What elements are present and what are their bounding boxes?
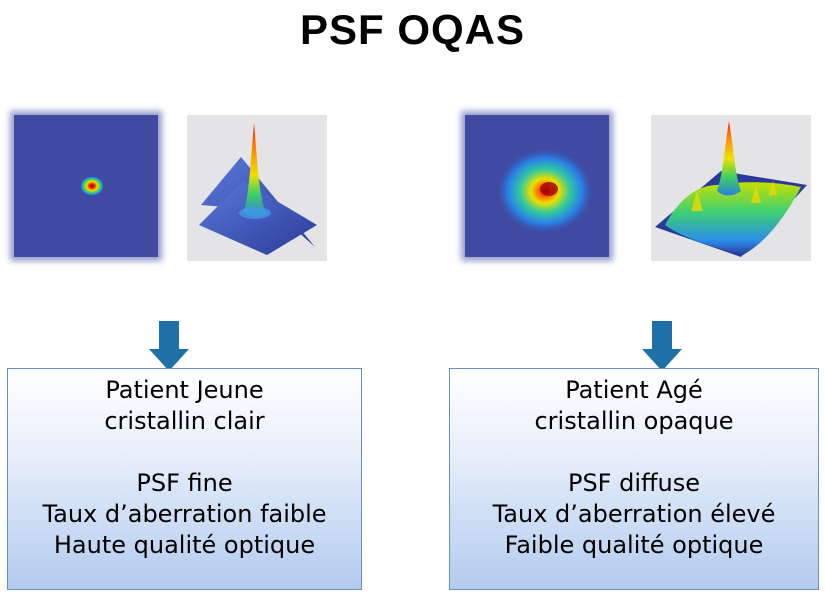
panel-young-patient: Patient Jeune cristallin clair PSF fine …	[7, 368, 362, 590]
psf-label: PSF fine	[136, 469, 233, 497]
lens-label: cristallin clair	[104, 407, 265, 435]
patient-label: Patient Agé	[565, 376, 703, 404]
psf-3d-image-young	[187, 115, 327, 261]
quality-label: Haute qualité optique	[53, 531, 316, 559]
psf-3d-image-elderly	[651, 115, 811, 261]
patient-label: Patient Jeune	[105, 376, 264, 404]
aberration-label: Taux d’aberration élevé	[492, 500, 776, 528]
quality-label: Faible qualité optique	[504, 531, 764, 559]
psf-2d-image-young	[14, 115, 158, 257]
panel-elderly-patient: Patient Agé cristallin opaque PSF diffus…	[449, 368, 819, 590]
page-title: PSF OQAS	[299, 6, 526, 53]
arrow-down-icon	[149, 321, 189, 371]
arrow-down-icon	[642, 321, 682, 371]
lens-label: cristallin opaque	[534, 407, 734, 435]
aberration-label: Taux d’aberration faible	[42, 500, 327, 528]
psf-2d-image-elderly	[465, 115, 609, 257]
psf-label: PSF diffuse	[567, 469, 701, 497]
